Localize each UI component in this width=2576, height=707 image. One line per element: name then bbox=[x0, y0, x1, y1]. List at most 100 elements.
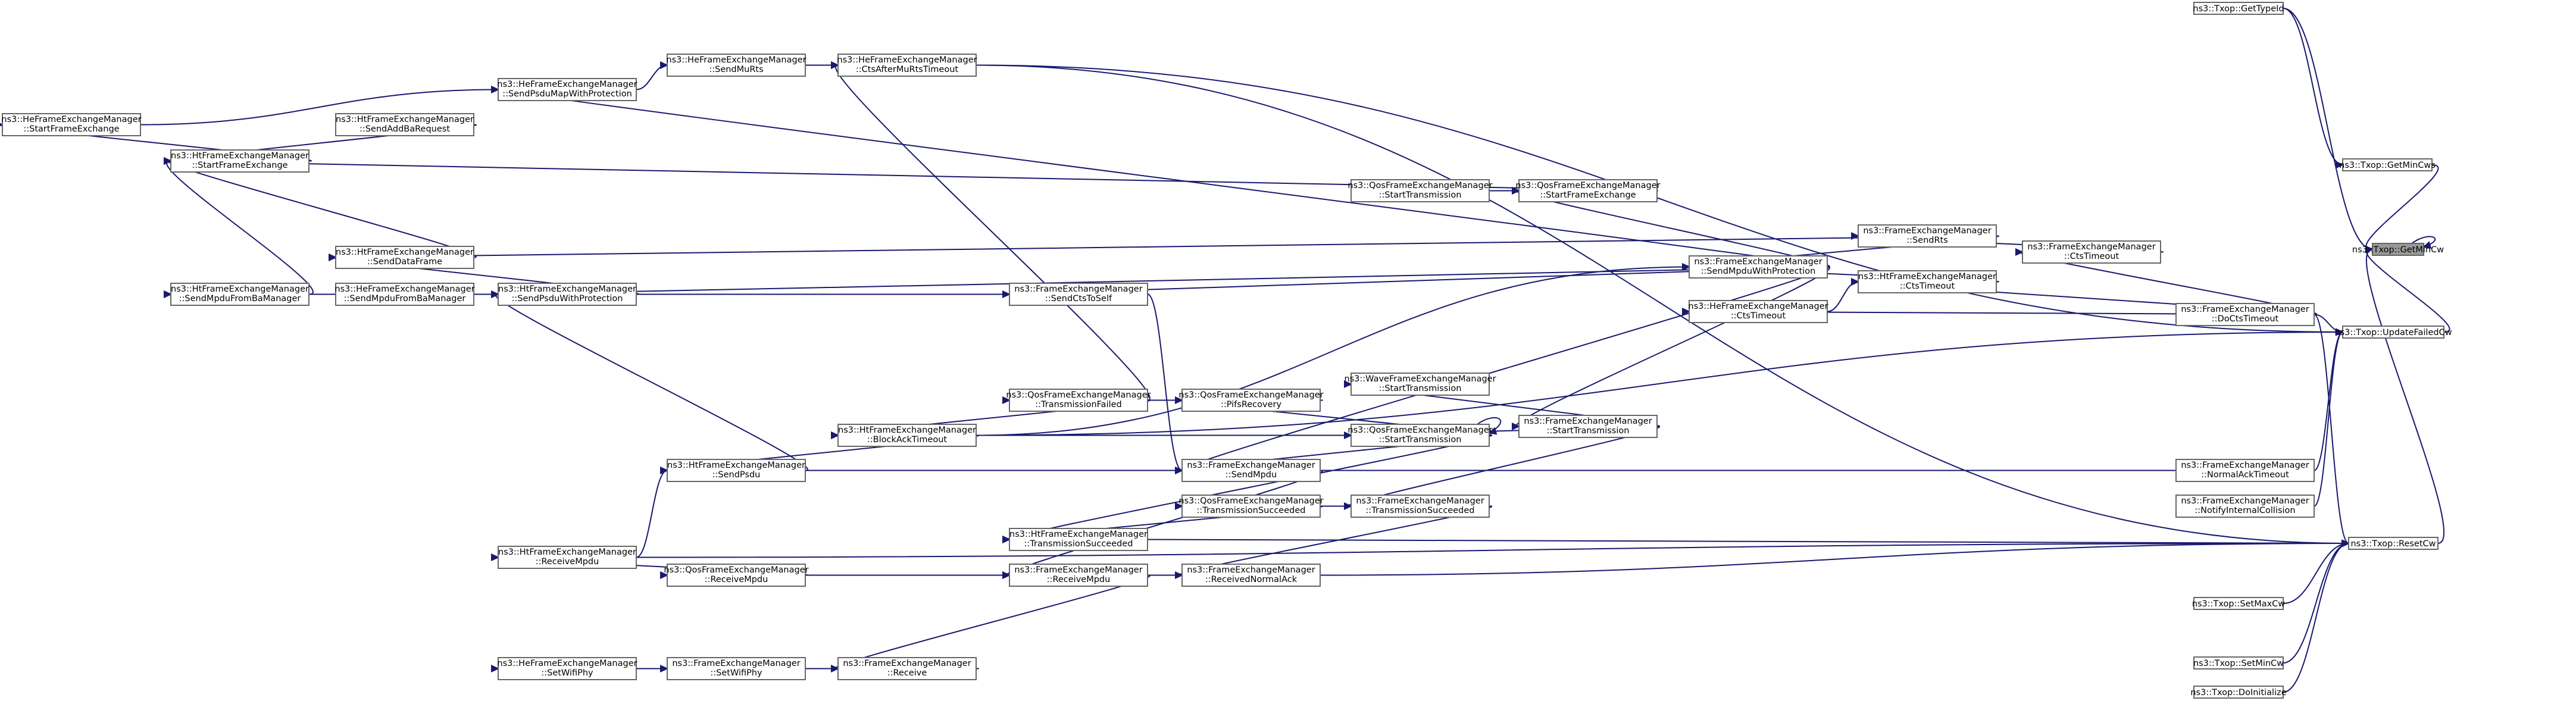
graph-edge-n-ht-blockacktimeout-to-n-updatefailedcw bbox=[976, 328, 2344, 436]
node-box bbox=[1518, 415, 1658, 438]
node-label-line: ns3::FrameExchangeManager bbox=[2181, 496, 2309, 506]
graph-node-n-ht-startfe[interactable]: ns3::HtFrameExchangeManager::StartFrameE… bbox=[170, 149, 310, 173]
graph-node-n-doinitialize[interactable]: ns3::Txop::DoInitialize bbox=[2190, 686, 2287, 699]
graph-node-n-getmincw[interactable]: ns3::Txop::GetMinCw bbox=[2352, 243, 2444, 256]
node-box bbox=[1350, 179, 1490, 202]
graph-node-n-fe-receivempdu[interactable]: ns3::FrameExchangeManager::ReceiveMpdu bbox=[1009, 564, 1148, 587]
edge-arrowhead bbox=[1344, 380, 1353, 389]
graph-node-n-qos-receivempdu[interactable]: ns3::QosFrameExchangeManager::ReceiveMpd… bbox=[664, 564, 809, 587]
graph-node-n-ht-blockacktimeout[interactable]: ns3::HtFrameExchangeManager::BlockAckTim… bbox=[837, 424, 977, 447]
graph-node-n-ht-senddata[interactable]: ns3::HtFrameExchangeManager::SendDataFra… bbox=[335, 246, 474, 269]
node-box bbox=[1689, 255, 1828, 279]
graph-node-n-ht-receivempdu[interactable]: ns3::HtFrameExchangeManager::ReceiveMpdu bbox=[498, 546, 637, 569]
edge-arrowhead bbox=[1487, 427, 1498, 435]
graph-edge-n-setmincw-to-n-resetcw bbox=[2283, 539, 2350, 664]
node-box bbox=[837, 54, 977, 77]
graph-node-n-fe-sendctstoself[interactable]: ns3::FrameExchangeManager::SendCtsToSelf bbox=[1009, 283, 1148, 306]
graph-node-n-qos-starttx-b[interactable]: ns3::QosFrameExchangeManager::StartTrans… bbox=[1348, 424, 1493, 447]
node-label-line: ::SendCtsToSelf bbox=[1045, 294, 1112, 304]
node-label-line: ns3::Txop::GetTypeId bbox=[2193, 4, 2284, 14]
edge-arrowhead bbox=[1512, 186, 1521, 195]
graph-node-n-ht-ctstimeout[interactable]: ns3::HtFrameExchangeManager::CtsTimeout bbox=[1858, 270, 1997, 293]
graph-node-n-updatefailedcw[interactable]: ns3::Txop::UpdateFailedCw bbox=[2334, 326, 2452, 339]
node-label-line: ns3::HtFrameExchangeManager bbox=[667, 461, 805, 470]
node-box bbox=[2342, 158, 2433, 171]
graph-node-n-gettypeid[interactable]: ns3::Txop::GetTypeId bbox=[2193, 2, 2284, 15]
edge-arrowhead bbox=[1002, 535, 1011, 544]
node-label-line: ns3::HtFrameExchangeManager bbox=[1009, 530, 1148, 539]
graph-node-n-setmaxcw[interactable]: ns3::Txop::SetMaxCw bbox=[2192, 597, 2285, 610]
graph-node-n-qos-startfe[interactable]: ns3::QosFrameExchangeManager::StartFrame… bbox=[1515, 179, 1661, 202]
graph-node-n-wave-starttx[interactable]: ns3::WaveFrameExchangeManager::StartTran… bbox=[1344, 373, 1496, 396]
graph-node-n-fe-txsucceeded[interactable]: ns3::FrameExchangeManager::TransmissionS… bbox=[1350, 495, 1490, 518]
graph-node-n-qos-txsucceeded[interactable]: ns3::QosFrameExchangeManager::Transmissi… bbox=[1178, 495, 1324, 518]
edge-arrowhead bbox=[2336, 328, 2344, 336]
graph-node-n-qos-txfailed[interactable]: ns3::QosFrameExchangeManager::Transmissi… bbox=[1006, 389, 1151, 412]
node-label-line: ns3::FrameExchangeManager bbox=[672, 659, 800, 668]
node-box bbox=[2193, 656, 2284, 670]
graph-node-n-fe-normalacktimeout[interactable]: ns3::FrameExchangeManager::NormalAckTime… bbox=[2175, 459, 2315, 482]
graph-node-n-fe-ctstimeout[interactable]: ns3::FrameExchangeManager::CtsTimeout bbox=[2022, 240, 2161, 264]
node-label-line: ns3::WaveFrameExchangeManager bbox=[1344, 374, 1496, 384]
node-label-line: ::NotifyInternalCollision bbox=[2194, 506, 2295, 515]
graph-node-n-he-ctsaftermurts[interactable]: ns3::HeFrameExchangeManager::CtsAfterMuR… bbox=[837, 54, 977, 77]
graph-node-n-qos-pifsrecovery[interactable]: ns3::QosFrameExchangeManager::PifsRecove… bbox=[1178, 389, 1324, 412]
node-label-line: ::TransmissionFailed bbox=[1035, 400, 1122, 409]
graph-node-n-he-sendpsdumap[interactable]: ns3::HeFrameExchangeManager::SendPsduMap… bbox=[497, 78, 637, 101]
node-box bbox=[1181, 389, 1321, 412]
graph-node-n-fe-sendmpduwp[interactable]: ns3::FrameExchangeManager::SendMpduWithP… bbox=[1689, 255, 1828, 279]
graph-node-n-ht-txsucceeded[interactable]: ns3::HtFrameExchangeManager::Transmissio… bbox=[1009, 528, 1148, 551]
graph-node-n-ht-sendmpdufromba[interactable]: ns3::HtFrameExchangeManager::SendMpduFro… bbox=[170, 283, 310, 306]
edge-line bbox=[1180, 266, 1830, 471]
graph-node-n-fe-setwifiphy[interactable]: ns3::FrameExchangeManager::SetWifiPhy bbox=[667, 657, 806, 680]
node-label-line: ::SendMpduFromBaManager bbox=[344, 294, 466, 304]
graph-node-n-he-sendmpdufromba[interactable]: ns3::HeFrameExchangeManager::SendMpduFro… bbox=[334, 283, 475, 306]
graph-node-n-he-sendmurts[interactable]: ns3::HeFrameExchangeManager::SendMuRts bbox=[666, 54, 806, 77]
graph-node-n-he-startfe[interactable]: ns3::HeFrameExchangeManager::StartFrameE… bbox=[1, 113, 142, 136]
graph-node-n-fe-sendmpdu[interactable]: ns3::FrameExchangeManager::SendMpdu bbox=[1181, 459, 1321, 482]
graph-node-n-fe-doctstimeout[interactable]: ns3::FrameExchangeManager::DoCtsTimeout bbox=[2175, 303, 2315, 326]
graph-edge-n-fe-sendmpduwp-to-n-he-sendpsdumap bbox=[491, 85, 1828, 268]
node-label-line: ns3::QosFrameExchangeManager bbox=[1515, 181, 1660, 190]
graph-node-n-ht-sendpsduwp[interactable]: ns3::HtFrameExchangeManager::SendPsduWit… bbox=[498, 283, 637, 306]
edge-arrowhead bbox=[164, 290, 173, 299]
graph-node-n-setmincw[interactable]: ns3::Txop::SetMinCw bbox=[2193, 656, 2284, 670]
edge-line bbox=[334, 235, 1997, 258]
edge-line bbox=[2365, 164, 2439, 250]
node-label-line: ::SendDataFrame bbox=[367, 257, 442, 267]
graph-node-n-fe-receive[interactable]: ns3::FrameExchangeManager::Receive bbox=[837, 657, 977, 680]
graph-node-n-getmincws[interactable]: ns3::Txop::GetMinCws bbox=[2339, 158, 2436, 171]
graph-node-n-qos-starttx-a[interactable]: ns3::QosFrameExchangeManager::StartTrans… bbox=[1348, 179, 1493, 202]
node-box bbox=[1350, 495, 1490, 518]
node-label-line: ::TransmissionSucceeded bbox=[1366, 506, 1475, 515]
graph-node-n-fe-starttx[interactable]: ns3::FrameExchangeManager::StartTransmis… bbox=[1518, 415, 1658, 438]
edge-line bbox=[835, 64, 1151, 401]
graph-node-n-ht-sendpsdu[interactable]: ns3::HtFrameExchangeManager::SendPsdu bbox=[667, 459, 806, 482]
node-box bbox=[2175, 495, 2315, 518]
node-label-line: ::SetWifiPhy bbox=[541, 668, 593, 678]
graph-node-n-fe-receivednack[interactable]: ns3::FrameExchangeManager::ReceivedNorma… bbox=[1181, 564, 1321, 587]
graph-node-n-fe-notifyinternal[interactable]: ns3::FrameExchangeManager::NotifyInterna… bbox=[2175, 495, 2315, 518]
node-label-line: ns3::HeFrameExchangeManager bbox=[666, 55, 806, 65]
node-label-line: ns3::HtFrameExchangeManager bbox=[336, 248, 474, 257]
graph-node-n-he-setwifiphy[interactable]: ns3::HeFrameExchangeManager::SetWifiPhy bbox=[497, 657, 637, 680]
node-label-line: ns3::FrameExchangeManager bbox=[1356, 496, 1484, 506]
node-box bbox=[1858, 224, 1997, 248]
node-label-line: ::SendMpduWithProtection bbox=[1701, 267, 1816, 276]
edge-arrowhead bbox=[2015, 248, 2024, 256]
graph-node-n-ht-sendaddba[interactable]: ns3::HtFrameExchangeManager::SendAddBaRe… bbox=[335, 113, 474, 136]
edge-line bbox=[636, 470, 668, 558]
node-label-line: ns3::FrameExchangeManager bbox=[1524, 417, 1652, 426]
graph-node-n-resetcw[interactable]: ns3::Txop::ResetCw bbox=[2348, 537, 2439, 550]
graph-node-n-he-ctstimeout[interactable]: ns3::HeFrameExchangeManager::CtsTimeout bbox=[1688, 300, 1828, 323]
edge-line bbox=[2314, 331, 2343, 471]
edge-arrowhead bbox=[2341, 539, 2350, 548]
graph-node-n-fe-sendrts[interactable]: ns3::FrameExchangeManager::SendRts bbox=[1858, 224, 1997, 248]
node-box bbox=[498, 78, 637, 101]
edge-arrowhead bbox=[1682, 262, 1691, 271]
node-label-line: ns3::HeFrameExchangeManager bbox=[497, 80, 637, 89]
node-label-line: ::StartTransmission bbox=[1379, 190, 1462, 200]
node-label-line: ns3::HtFrameExchangeManager bbox=[1858, 272, 1996, 281]
edge-arrowhead bbox=[2365, 245, 2374, 254]
edge-line bbox=[140, 89, 499, 126]
